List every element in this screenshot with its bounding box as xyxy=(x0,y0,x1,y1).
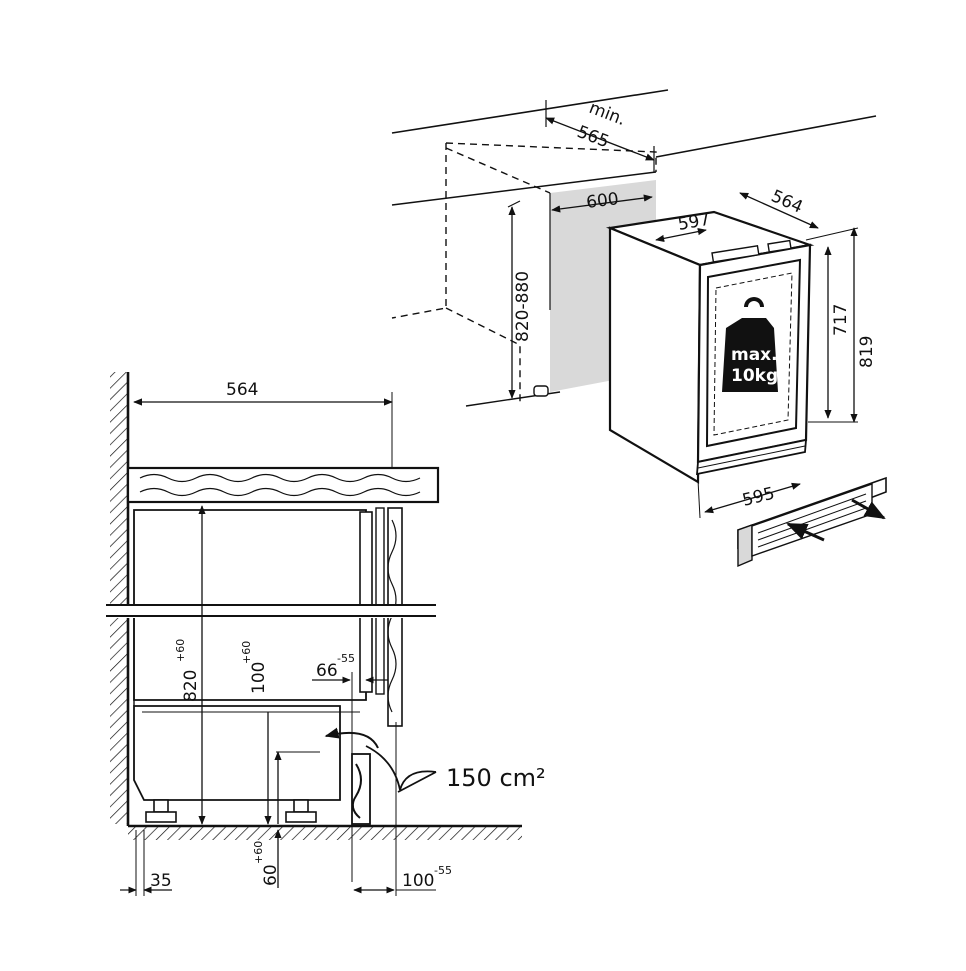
appliance-door-section xyxy=(359,511,373,693)
wood-grain xyxy=(139,473,421,497)
niche-depth-dim xyxy=(545,117,655,161)
vent-area-value: 150 cm² xyxy=(446,764,546,792)
appliance-base xyxy=(133,705,341,801)
section-height-tolerance: +60 xyxy=(174,639,187,662)
worktop-line xyxy=(391,89,669,134)
foot-icon xyxy=(145,799,317,823)
door-frame xyxy=(705,258,802,448)
section-depth-value: 564 xyxy=(226,380,258,400)
appliance-width-bottom-dim xyxy=(704,482,801,514)
niche-height-value: 820-880 xyxy=(513,271,533,342)
appliance xyxy=(605,210,815,484)
install-view: min. 565 600 820-880 max. 10kg 597 xyxy=(391,89,887,568)
appliance-side xyxy=(608,226,702,484)
plinth-vent xyxy=(351,753,371,825)
worktop-line xyxy=(655,115,877,158)
niche-width-dim xyxy=(551,194,653,213)
appliance-depth-value: 564 xyxy=(768,186,806,217)
shelf-load-line1: max. xyxy=(731,345,778,365)
plinth-depth-tolerance: -55 xyxy=(434,864,452,877)
appliance-width-bottom-value: 595 xyxy=(740,484,776,511)
niche-depth-value: 565 xyxy=(574,122,611,152)
foot-icon xyxy=(533,385,549,397)
plinth-recess-value: 100 xyxy=(249,662,269,694)
floor-hatch xyxy=(128,826,522,840)
niche-width-value: 600 xyxy=(585,189,620,213)
niche-outline xyxy=(391,142,657,402)
shelf-load-line2: 10kg xyxy=(731,366,778,386)
airflow-arrows-icon xyxy=(737,476,887,568)
section-height-value: 820 xyxy=(181,670,201,702)
door-height-value: 717 xyxy=(831,304,851,336)
plinth-recess-tolerance: +60 xyxy=(240,641,253,664)
wall-hatch xyxy=(110,372,128,824)
door-gap-value: 66 xyxy=(316,661,338,681)
airflow-out-arrow xyxy=(324,727,379,749)
foot-height-tolerance: +60 xyxy=(252,841,265,864)
weight-icon: max. 10kg xyxy=(722,297,778,392)
appliance-width-top-dim xyxy=(655,228,707,242)
wall-gap-value: 35 xyxy=(150,871,172,891)
appliance-depth-dim xyxy=(739,192,819,229)
worktop xyxy=(126,466,440,504)
worktop-line xyxy=(391,171,657,206)
door-glass xyxy=(713,272,793,436)
appliance-height-value: 819 xyxy=(857,336,877,368)
section-view: 564 820 +60 1 xyxy=(106,372,546,896)
airflow-in-arrow xyxy=(365,745,437,791)
handle-icon xyxy=(711,245,760,263)
plinth-depth-value: 100 xyxy=(402,871,434,891)
break-line xyxy=(106,604,436,618)
foot-height-value: 60 xyxy=(261,864,281,886)
door-gap-tolerance: -55 xyxy=(337,652,355,665)
control-panel xyxy=(767,239,792,253)
